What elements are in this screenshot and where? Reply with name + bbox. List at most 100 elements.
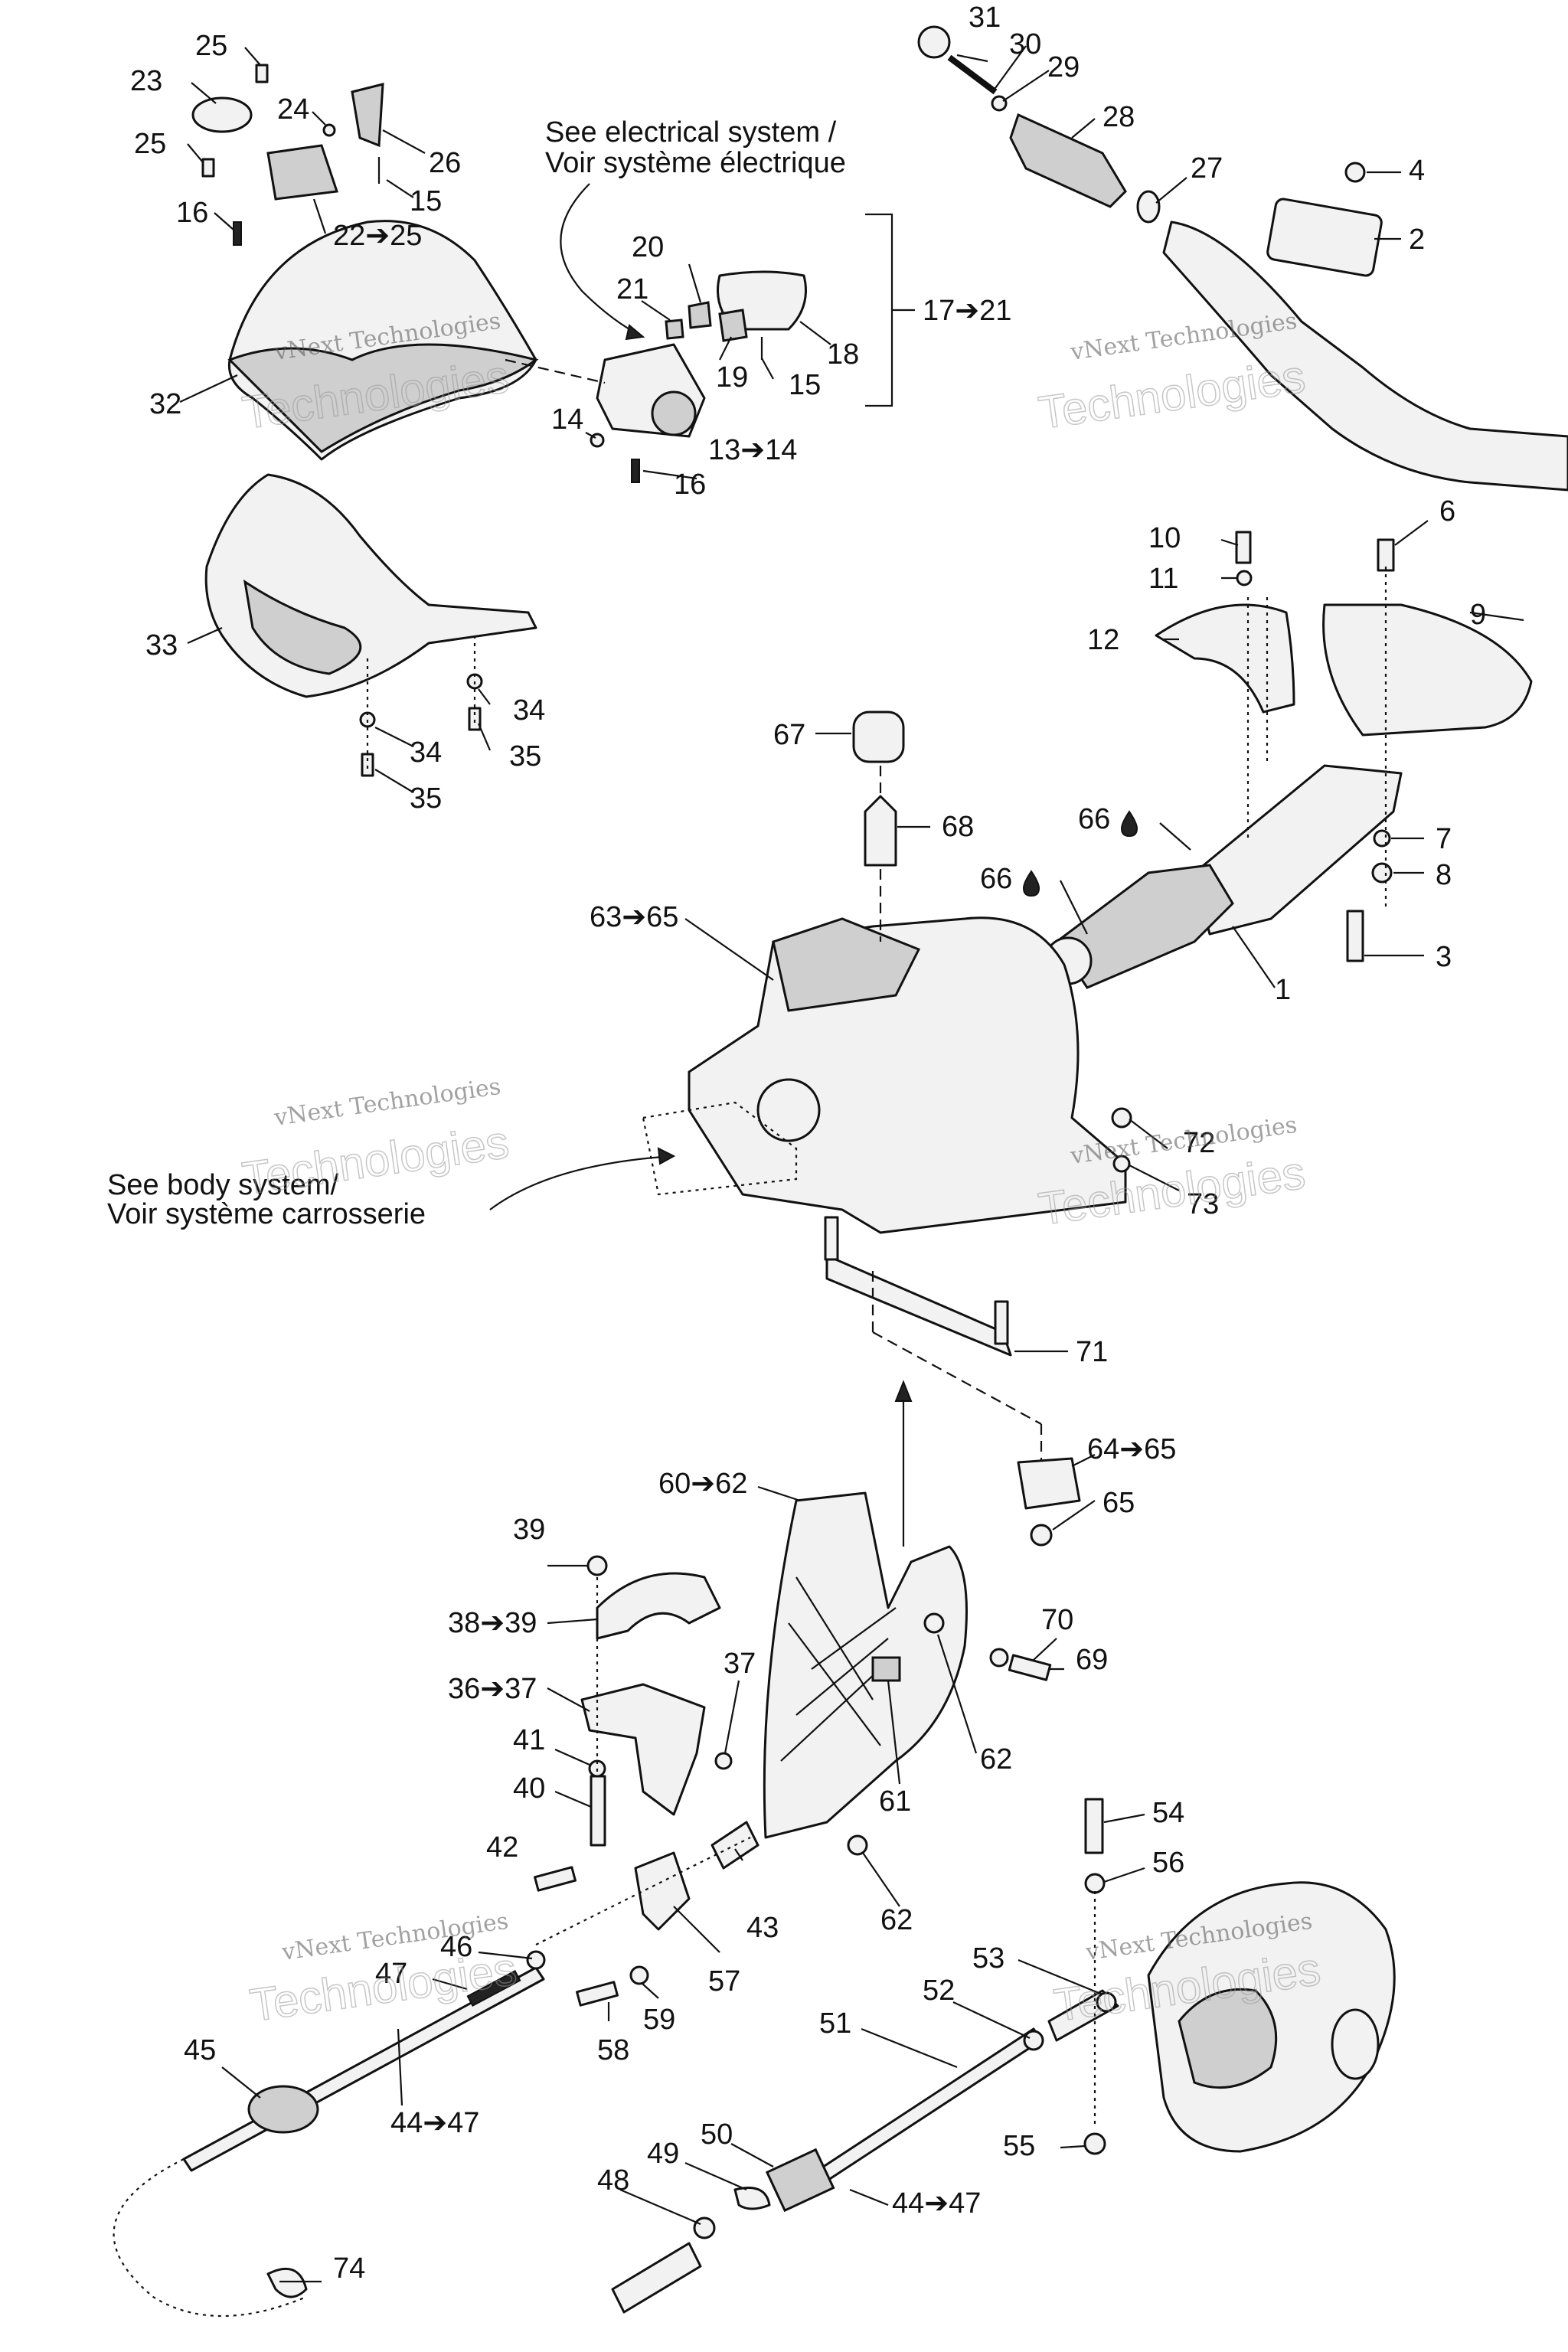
callout-19: 19 xyxy=(716,361,748,394)
block-64 xyxy=(1017,1457,1081,1510)
callout-64: 64➔65 xyxy=(1087,1433,1176,1465)
part-35-screw-a xyxy=(468,707,482,731)
callout-74: 74 xyxy=(333,2252,365,2285)
washer-59 xyxy=(629,1965,649,1985)
support-bracket-60 xyxy=(763,1491,968,1839)
note-electrical-fr: Voir système électrique xyxy=(545,147,846,179)
block-61 xyxy=(871,1656,901,1682)
tie-74 xyxy=(266,2267,308,2298)
bar-71 xyxy=(825,1254,1012,1357)
part-48-washer xyxy=(693,2216,716,2239)
cover-9 xyxy=(1322,603,1533,737)
callout-53: 53 xyxy=(972,1942,1004,1975)
part-67-bushing xyxy=(852,710,905,763)
switch-button-20 xyxy=(688,301,712,329)
bar-71-pin-a xyxy=(824,1216,839,1261)
callout-33: 33 xyxy=(145,629,178,662)
callout-9: 9 xyxy=(1470,599,1486,631)
callout-16-right: 16 xyxy=(674,469,706,501)
part-16-spring-left xyxy=(233,221,242,246)
clamp-lower-36 xyxy=(580,1683,706,1816)
callout-69: 69 xyxy=(1076,1644,1108,1676)
part-31-cap xyxy=(917,25,951,59)
electrical-arrow xyxy=(560,183,644,338)
callout-50: 50 xyxy=(701,2118,733,2151)
washer-56 xyxy=(1084,1873,1106,1894)
column-bore xyxy=(756,1078,821,1142)
jet-nozzle-outlet xyxy=(1331,2008,1380,2080)
callout-43: 43 xyxy=(746,1912,779,1944)
clamp-upper-38 xyxy=(596,1572,721,1640)
handlebar-cover-lower-inner xyxy=(243,579,362,675)
callout-8: 8 xyxy=(1436,859,1452,891)
callout-14: 14 xyxy=(551,403,583,436)
callout-37: 37 xyxy=(724,1648,756,1680)
callout-15-left: 15 xyxy=(410,185,442,217)
steering-column-top xyxy=(772,917,921,1012)
part-49-clip xyxy=(733,2187,771,2210)
callout-65: 65 xyxy=(1102,1487,1135,1519)
callout-55: 55 xyxy=(1003,2130,1035,2162)
callout-27: 27 xyxy=(1191,152,1223,185)
bolt-3 xyxy=(1346,910,1364,962)
part-29-washer xyxy=(991,95,1008,112)
callout-11: 11 xyxy=(1148,563,1178,595)
grip-28 xyxy=(1009,113,1127,208)
callout-68: 68 xyxy=(942,811,974,843)
switch-housing-bore xyxy=(651,390,697,436)
jet-nozzle-inner xyxy=(1178,1988,1278,2089)
callout-35-right: 35 xyxy=(509,740,541,773)
callout-49: 49 xyxy=(647,2138,679,2170)
part-27-washer xyxy=(1136,190,1161,224)
callout-42: 42 xyxy=(486,1831,518,1864)
callout-23: 23 xyxy=(130,65,162,97)
callout-12: 12 xyxy=(1087,624,1119,656)
callout-59: 59 xyxy=(643,2004,675,2036)
callout-47: 47 xyxy=(375,1958,407,1990)
callout-63: 63➔65 xyxy=(590,901,678,933)
callout-4: 4 xyxy=(1409,155,1425,187)
callout-52: 52 xyxy=(923,1975,955,2007)
callout-25-top: 25 xyxy=(195,30,227,62)
callout-35-left: 35 xyxy=(410,782,442,815)
part-30-bolt xyxy=(947,54,998,95)
bolt-40 xyxy=(590,1775,606,1847)
body-arrow xyxy=(489,1155,675,1210)
nut-62-b xyxy=(847,1834,868,1856)
part-23-cap xyxy=(191,96,253,133)
callout-44-right: 44➔47 xyxy=(892,2187,981,2220)
callout-44-left: 44➔47 xyxy=(390,2107,479,2139)
cover-12 xyxy=(1155,603,1295,714)
part-16-spring-right xyxy=(631,459,640,483)
washer-11 xyxy=(1236,570,1253,586)
part-45-boot xyxy=(247,2085,319,2134)
oil-drop-icon xyxy=(1120,810,1138,838)
callout-13: 13➔14 xyxy=(708,434,797,466)
nut-39 xyxy=(586,1555,608,1576)
switch-button-19 xyxy=(718,309,748,342)
callout-62-lower: 62 xyxy=(880,1904,913,1936)
nut-62-a xyxy=(923,1612,945,1634)
callout-57: 57 xyxy=(708,1965,740,1998)
callout-72: 72 xyxy=(1183,1127,1215,1159)
washer-7 xyxy=(1373,829,1391,848)
callout-7: 7 xyxy=(1436,823,1452,855)
callout-58: 58 xyxy=(597,2034,629,2066)
callout-20: 20 xyxy=(632,231,664,263)
callout-32: 32 xyxy=(149,388,181,420)
handlebar-cover-upper-rim xyxy=(227,343,539,453)
bar-71-pin-b xyxy=(994,1300,1009,1345)
callout-40: 40 xyxy=(513,1772,545,1805)
callout-30: 30 xyxy=(1009,28,1041,60)
callout-34-left: 34 xyxy=(410,737,442,769)
callout-29: 29 xyxy=(1047,51,1080,83)
cable-dotted-loop xyxy=(113,2158,307,2317)
bolt-58 xyxy=(576,1981,619,2007)
callout-51: 51 xyxy=(819,2007,851,2040)
bolt-69 xyxy=(1008,1654,1052,1681)
callout-15-right: 15 xyxy=(789,369,821,401)
callout-21: 21 xyxy=(616,273,648,305)
part-26-lever xyxy=(351,83,384,148)
body-system-outline xyxy=(642,1101,798,1196)
